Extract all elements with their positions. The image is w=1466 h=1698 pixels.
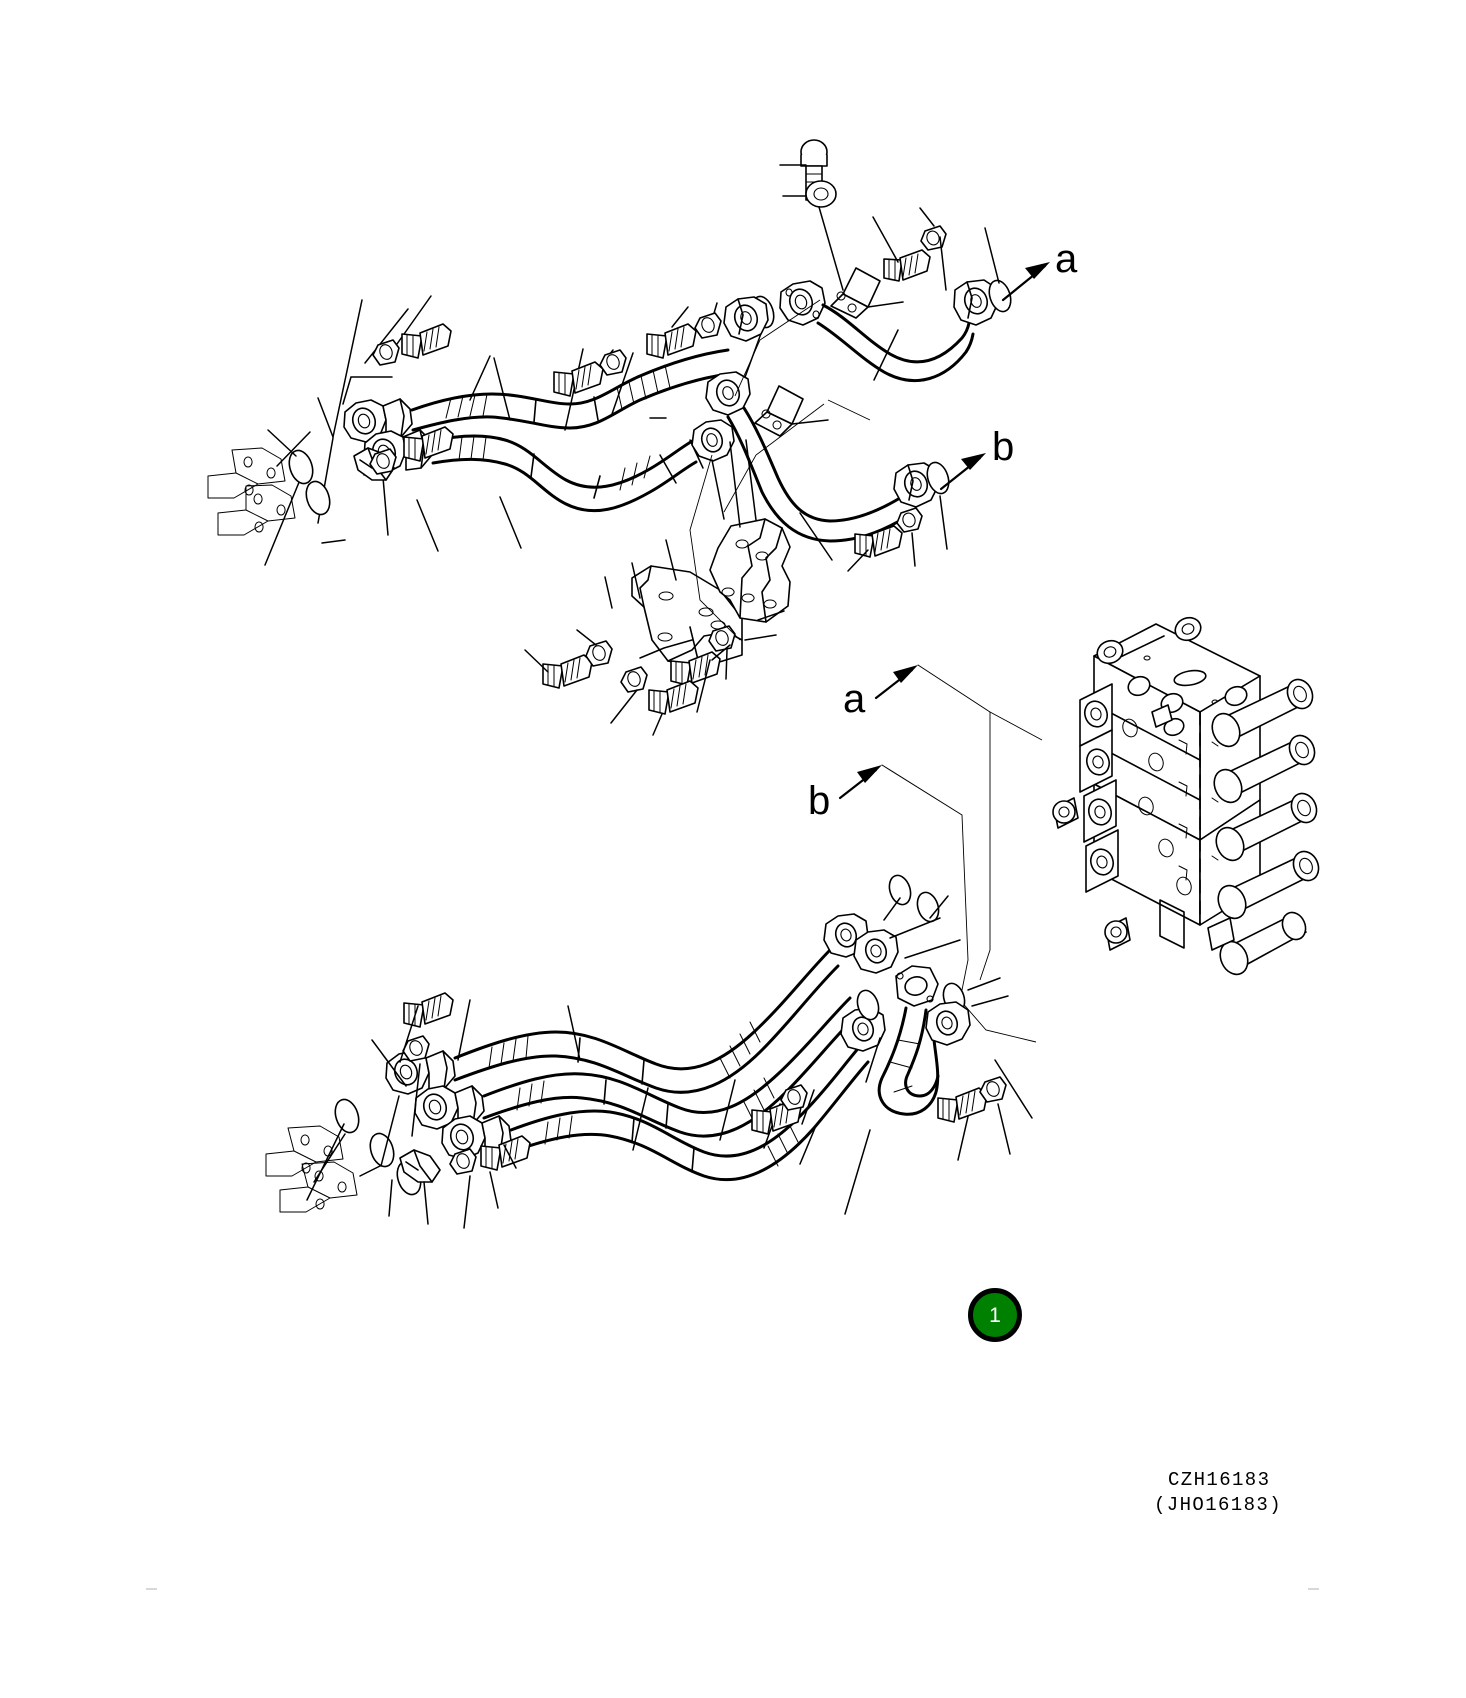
washer-upper-right-1 (920, 225, 947, 251)
leader-oring-b (939, 495, 948, 550)
crop-mark-right (1308, 1588, 1319, 1590)
hose-flange-lower-right-2 (853, 929, 899, 974)
hose-flange-upper-left-1 (343, 398, 413, 443)
flange-upper-a-right (953, 279, 999, 326)
bolt-upper-right-1 (883, 249, 931, 282)
washer-upper-b (896, 507, 923, 533)
bolt-bracket-1 (542, 654, 593, 689)
washer-bracket-2 (708, 625, 736, 652)
leader-lines-brackets (524, 439, 785, 736)
bolt-upper-left-1 (401, 323, 452, 359)
flange-upper-b-left (705, 371, 751, 416)
washer-lower-2 (449, 1148, 477, 1175)
crop-mark-left (146, 1588, 157, 1590)
drawing-number: CZH16183 (1168, 1469, 1271, 1491)
item-badge-1-number: 1 (989, 1303, 1001, 1327)
bolt-upper-mid-1 (553, 361, 604, 397)
valve-phantom-routes (959, 711, 1043, 1043)
o-ring-group-upper-left (288, 449, 331, 516)
hose-lower-1 (453, 946, 840, 1094)
bolt-lower-right-2 (937, 1087, 988, 1123)
bolt-lower-2 (480, 1135, 531, 1171)
flange-upper-mid-end (723, 296, 769, 342)
hose-lower-3 (509, 1042, 870, 1182)
washer-upper-left-1 (372, 339, 400, 366)
bolt-lower-1 (403, 992, 454, 1028)
bolt-upper-b (854, 525, 903, 558)
leader-washer-ur1 (919, 207, 935, 227)
callout-b-valve: b (808, 764, 963, 823)
bolt-upper-left-2 (403, 426, 454, 462)
leader-lines-lower (306, 895, 1033, 1229)
leader-washer-ur1b (939, 236, 947, 291)
washer-lower-right-2 (979, 1076, 1007, 1103)
callout-a-upper-letter: a (1055, 237, 1078, 281)
bolt-upper-mid-2 (646, 323, 697, 359)
hose-upper-2 (430, 434, 698, 513)
item-badge-1[interactable]: 1 (968, 1288, 1022, 1342)
lower-left-port-face (265, 1125, 358, 1213)
hose-upper-1 (410, 348, 730, 432)
bolt-vertical-top (800, 139, 828, 201)
leader-washer-b (911, 532, 916, 567)
hose-flange-lower-2 (414, 1085, 485, 1130)
callout-b-valve-letter: b (808, 779, 830, 823)
washer-lower-right-1 (780, 1084, 808, 1111)
control-valve-assembly (1052, 616, 1320, 976)
leader-tube-a (873, 329, 899, 381)
leader-tube-b (799, 512, 833, 561)
tube-flange-upper-mid (691, 419, 735, 462)
callout-a-valve-letter: a (843, 677, 866, 721)
callout-a-valve: a (843, 664, 991, 721)
clip-lower (399, 1149, 441, 1183)
washer-upper-clip (369, 448, 397, 475)
u-tube-lower (877, 965, 971, 1116)
washer-bracket-3 (620, 666, 648, 693)
bolt-bracket-2 (670, 651, 721, 686)
o-ring-upper-a-right (988, 279, 1012, 313)
washer-upper-mid-1 (599, 349, 627, 376)
washer-bracket-1 (585, 640, 613, 667)
valve-spool-stack-right (1211, 678, 1320, 976)
leader-bolt-ur1 (872, 216, 899, 263)
valve-spool-stack-left (1079, 683, 1119, 893)
leader-oring-ur (984, 227, 1000, 284)
leader-lines-misc (267, 357, 511, 457)
flange-upper-a-left (779, 280, 826, 326)
valve-front-details (1122, 718, 1219, 896)
drawing-sub-number: (JHO16183) (1154, 1494, 1283, 1516)
leader-washer-to-clamp (818, 206, 844, 291)
callout-a-upper: a (1001, 237, 1078, 302)
callout-b-upper-letter: b (992, 425, 1014, 469)
washer-lower-1 (402, 1035, 430, 1062)
o-ring-group-lower-left (334, 1098, 422, 1196)
valve-top-bosses (1096, 616, 1248, 737)
callout-b-upper: b (939, 425, 1014, 491)
washer-vertical-top (805, 180, 837, 208)
leader-bolt-b (847, 549, 869, 572)
valve-left-ports (1052, 797, 1131, 951)
washer-upper-mid-2 (694, 312, 722, 339)
hose-lower-2 (482, 996, 858, 1138)
phantom-lines (689, 299, 871, 641)
clamp-plate-upper (830, 267, 904, 319)
clamp-plate-upper-b (754, 385, 829, 437)
tube-a (816, 303, 975, 383)
upper-left-port-face (207, 447, 296, 536)
bolt-bracket-3 (648, 680, 699, 715)
